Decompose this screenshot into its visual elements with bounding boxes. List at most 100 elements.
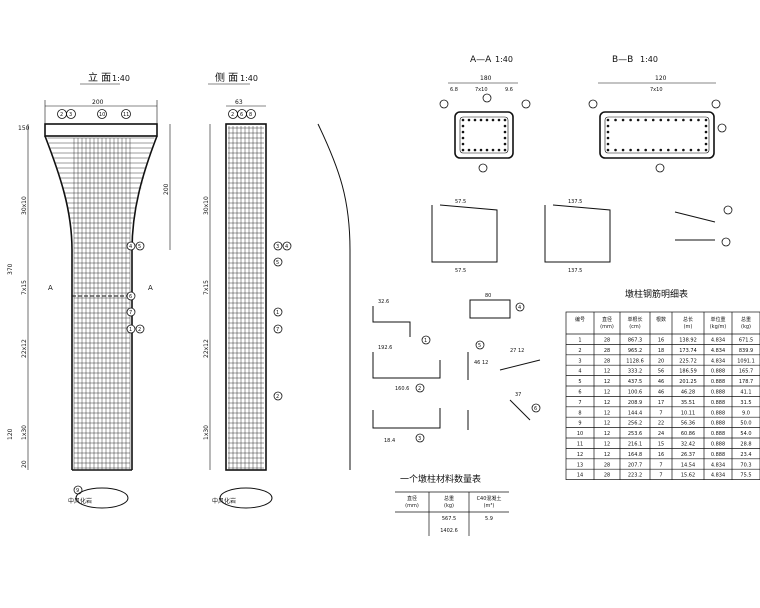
stirrup-shapes: 57.5 57.5 137.5 137.5	[431, 199, 733, 274]
table-cell: 0.888	[711, 369, 725, 375]
table-cell: 1402.6	[440, 528, 458, 534]
table-cell: 20	[658, 358, 664, 364]
table-cell: 35.51	[681, 400, 695, 406]
table-cell: 11	[577, 442, 583, 448]
table-header-cell: (kg)	[741, 324, 751, 330]
svg-text:37: 37	[515, 392, 521, 398]
svg-text:22x12: 22x12	[21, 339, 28, 358]
svg-text:中风化岩: 中风化岩	[68, 497, 92, 505]
table-header-cell: (m³)	[484, 503, 495, 509]
front-callouts: 4 5 6 7 1 2 9	[73, 241, 145, 495]
svg-text:137.5: 137.5	[568, 268, 582, 274]
table-cell: 839.9	[739, 348, 753, 354]
table-cell: 12	[604, 431, 610, 437]
table-cell: 12	[604, 410, 610, 416]
table-cell: 7	[578, 400, 581, 406]
table-cell: 60.86	[681, 431, 695, 437]
svg-text:8: 8	[249, 112, 252, 118]
table-cell: 9.0	[742, 410, 750, 416]
table-cell: 41.1	[740, 390, 751, 396]
svg-text:27 12: 27 12	[510, 348, 524, 354]
table-cell: 56.36	[681, 421, 695, 427]
front-bubbles: 2 3 10 11	[57, 109, 131, 119]
svg-text:137.5: 137.5	[568, 199, 582, 205]
side-callouts: 3 4 5 7 1 2	[273, 241, 292, 401]
table-cell: 16	[658, 338, 664, 344]
svg-text:6.8: 6.8	[450, 87, 458, 93]
table-header-cell: (mm)	[600, 324, 614, 330]
svg-text:6: 6	[129, 294, 132, 300]
steel-table-title: 墩柱钢筋明细表	[625, 288, 688, 300]
svg-text:3: 3	[276, 244, 279, 250]
svg-text:1x30: 1x30	[21, 425, 28, 440]
table-cell: 0.888	[711, 431, 725, 437]
table-cell: 867.3	[628, 338, 642, 344]
table-cell: 3	[578, 358, 581, 364]
svg-text:180: 180	[480, 75, 492, 82]
svg-text:5: 5	[478, 343, 481, 349]
table-cell: 46	[658, 379, 664, 385]
table-header-cell: 总长	[683, 316, 693, 323]
table-cell: 32.42	[681, 442, 695, 448]
section-b: B—B 1:40 120 7x10	[588, 55, 727, 173]
table-cell: 173.74	[679, 348, 697, 354]
table-cell: 201.25	[679, 379, 697, 385]
table-header-cell: 总重	[444, 495, 454, 502]
table-cell: 4.834	[711, 462, 725, 468]
table-cell: 54.0	[740, 431, 751, 437]
svg-text:9.6: 9.6	[505, 87, 513, 93]
table-header-cell: 直径	[602, 316, 612, 323]
table-cell: 0.888	[711, 379, 725, 385]
svg-text:57.5: 57.5	[455, 268, 466, 274]
table-cell: 7	[659, 473, 662, 479]
svg-text:120: 120	[655, 75, 667, 82]
svg-text:9: 9	[76, 488, 79, 494]
table-cell: 4.834	[711, 338, 725, 344]
svg-text:1x30: 1x30	[203, 425, 210, 440]
table-header-cell: 直径	[407, 495, 417, 502]
table-cell: 4.834	[711, 348, 725, 354]
table-cell: 1	[578, 338, 581, 344]
table-cell: 22	[658, 421, 664, 427]
table-cell: 12	[604, 452, 610, 458]
table-cell: 24	[658, 431, 664, 437]
table-cell: 7	[659, 462, 662, 468]
table-cell: 56	[658, 369, 664, 375]
table-header-cell: (m)	[684, 324, 693, 330]
table-cell: 1128.6	[626, 358, 644, 364]
svg-text:A: A	[148, 284, 153, 292]
svg-text:4: 4	[518, 305, 521, 311]
table-header-cell: C40混凝土	[477, 495, 502, 502]
svg-text:1:40: 1:40	[240, 74, 258, 83]
svg-text:30x10: 30x10	[21, 196, 28, 215]
svg-text:32.6: 32.6	[378, 299, 389, 305]
table-header-cell: (kg)	[444, 503, 454, 509]
table-cell: 5	[578, 379, 581, 385]
side-bubbles: 2 6 8	[228, 109, 256, 119]
table-cell: 28	[604, 462, 610, 468]
svg-text:192.6: 192.6	[378, 345, 392, 351]
table-cell: 0.888	[711, 390, 725, 396]
svg-text:57.5: 57.5	[455, 199, 466, 205]
table-cell: 18	[658, 348, 664, 354]
table-cell: 70.3	[740, 462, 751, 468]
table-cell: 0.888	[711, 400, 725, 406]
table-cell: 225.72	[679, 358, 697, 364]
svg-text:2: 2	[138, 327, 141, 333]
svg-text:20: 20	[21, 460, 28, 468]
front-view: 立 面 1:40 200 2 3 10 11 A A 150 30x10 370…	[7, 71, 171, 509]
front-view-title: 立 面	[88, 71, 111, 84]
svg-text:1: 1	[276, 310, 279, 316]
table-cell: 4.834	[711, 358, 725, 364]
table-cell: 26.37	[681, 452, 695, 458]
table-header-cell: 编号	[575, 316, 585, 323]
table-cell: 28.8	[740, 442, 751, 448]
table-cell: 14.54	[681, 462, 695, 468]
table-cell: 28	[604, 358, 610, 364]
svg-text:A: A	[48, 284, 53, 292]
svg-text:63: 63	[235, 99, 243, 106]
svg-text:11: 11	[123, 112, 129, 118]
table-cell: 9	[578, 421, 581, 427]
table-cell: 10	[577, 431, 583, 437]
table-cell: 100.6	[628, 390, 642, 396]
